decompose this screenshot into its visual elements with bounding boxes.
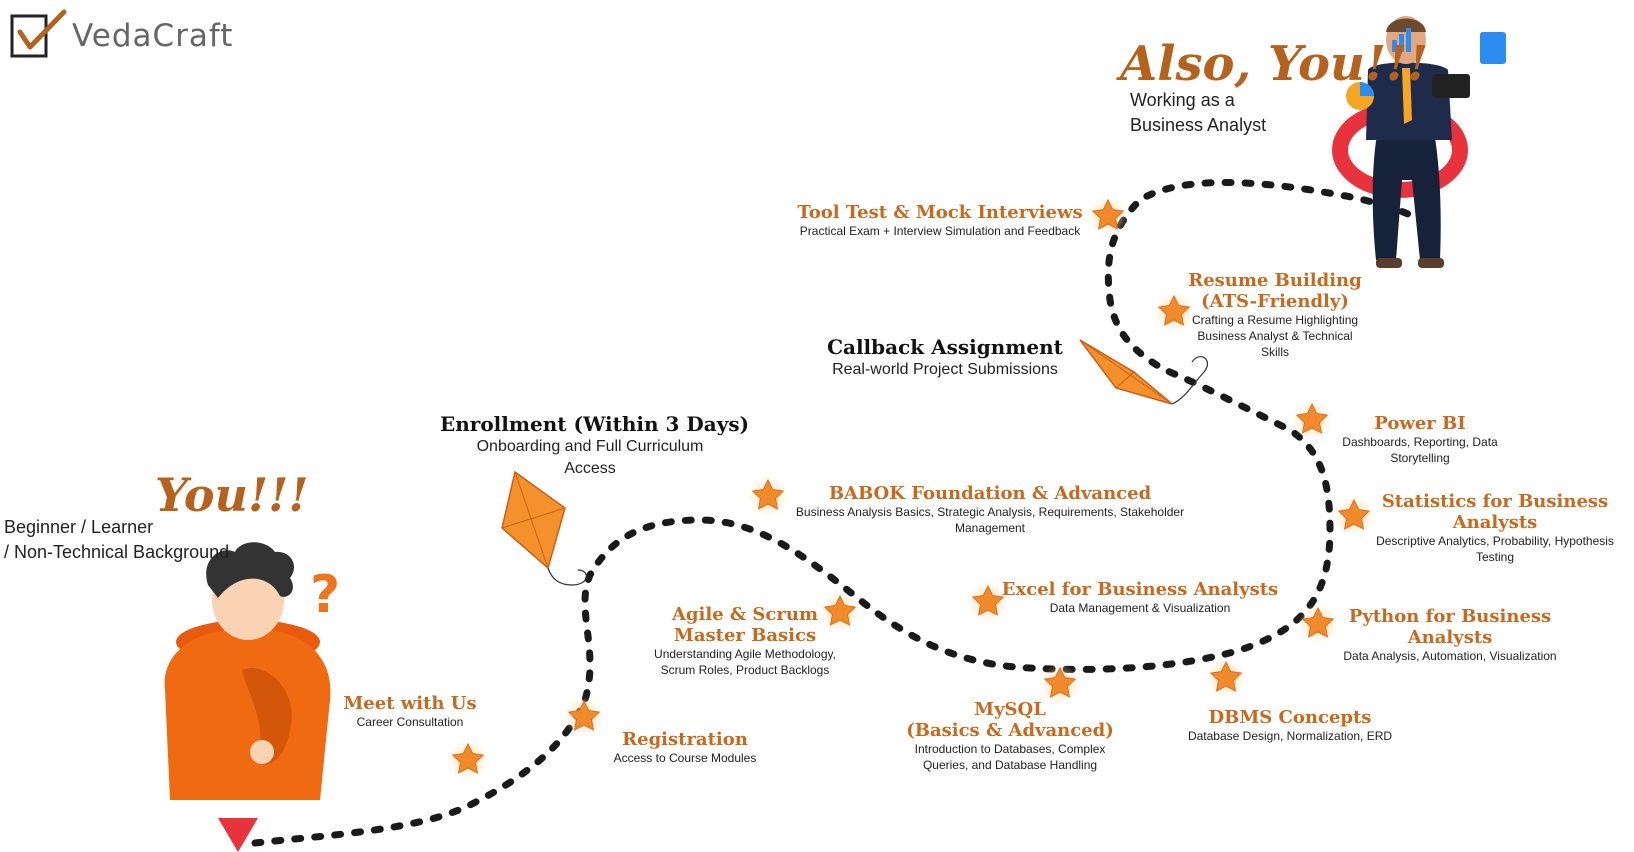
milestone-subtitle: Practical Exam + Interview Simulation an… <box>799 224 1081 238</box>
milestone-title: DBMS Concepts <box>1208 707 1372 728</box>
milestone-title: BABOK Foundation & Advanced <box>828 483 1152 504</box>
milestone-statistics: Statistics for Business Analysts Descrip… <box>1370 491 1620 565</box>
milestone-subtitle-line1: Dashboards, Reporting, Data <box>1342 435 1498 449</box>
milestone-registration: Registration Access to Course Modules <box>600 729 770 766</box>
kite-subtitle: Real-world Project Submissions <box>832 361 1058 378</box>
milestone-title: Tool Test & Mock Interviews <box>797 202 1083 223</box>
milestone-subtitle-line1: Introduction to Databases, Complex <box>914 742 1106 756</box>
enrollment-kite-icon <box>501 470 587 586</box>
milestone-meet-with-us: Meet with Us Career Consultation <box>330 693 490 730</box>
milestone-star-icon <box>1088 196 1128 236</box>
milestone-subtitle-line1: Business Analysis Basics, Strategic Anal… <box>795 505 1185 519</box>
milestone-title: Meet with Us <box>343 693 477 714</box>
milestone-subtitle-line1: Understanding Agile Methodology, <box>654 647 836 661</box>
milestone-excel: Excel for Business Analysts Data Managem… <box>1000 579 1280 616</box>
kite-title: Callback Assignment <box>827 335 1063 359</box>
milestone-star-icon <box>748 476 788 516</box>
kite-subtitle-line2: Access <box>564 460 616 477</box>
milestone-subtitle-line2: Business Analyst & Technical <box>1197 329 1353 343</box>
milestone-title: Registration <box>622 729 748 750</box>
start-description-line2: / Non-Technical Background <box>4 542 230 562</box>
also-you-label: Also, You!!! <box>1120 36 1429 92</box>
milestone-subtitle: Database Design, Normalization, ERD <box>1187 729 1393 743</box>
milestone-mysql: MySQL (Basics & Advanced) Introduction t… <box>900 699 1120 773</box>
business-analyst-illustration <box>1332 16 1506 268</box>
milestone-title: Power BI <box>1374 413 1466 434</box>
milestone-title-line1: Python for Business <box>1348 606 1552 627</box>
milestone-star-icon <box>1292 400 1332 440</box>
milestone-title-line2: Master Basics <box>673 625 817 646</box>
milestone-title: Excel for Business Analysts <box>1001 579 1279 600</box>
milestone-star-icon <box>448 740 488 780</box>
milestone-subtitle-line2: Scrum Roles, Product Backlogs <box>660 663 830 677</box>
milestone-subtitle: Data Analysis, Automation, Visualization <box>1343 649 1557 663</box>
milestone-title-line1: Resume Building <box>1188 270 1362 291</box>
milestone-power-bi: Power BI Dashboards, Reporting, Data Sto… <box>1340 413 1500 466</box>
start-pin-icon <box>218 818 258 852</box>
milestone-star-icon <box>1206 658 1246 698</box>
milestone-subtitle-line1: Crafting a Resume Highlighting <box>1191 313 1359 327</box>
milestone-title-line2: Analysts <box>1452 512 1538 533</box>
milestone-star-icon <box>1040 664 1080 704</box>
milestone-title-line1: Statistics for Business <box>1381 491 1609 512</box>
milestone-title-line2: (Basics & Advanced) <box>906 720 1114 741</box>
logo-text: VedaCraft <box>72 18 234 54</box>
milestone-tool-test: Tool Test & Mock Interviews Practical Ex… <box>795 202 1085 239</box>
milestone-subtitle: Data Management & Visualization <box>1049 601 1231 615</box>
milestone-star-icon <box>1334 496 1374 536</box>
kite-enrollment: Enrollment (Within 3 Days) Onboarding an… <box>440 412 750 480</box>
bar-chart-icon <box>1392 28 1411 52</box>
goal-line1: Working as a <box>1130 90 1235 110</box>
milestone-subtitle: Career Consultation <box>356 715 464 729</box>
kite-subtitle-line1: Onboarding and Full Curriculum <box>476 438 704 455</box>
milestone-python: Python for Business Analysts Data Analys… <box>1335 606 1565 664</box>
milestone-resume: Resume Building (ATS-Friendly) Crafting … <box>1180 270 1370 360</box>
milestone-subtitle-line2: Testing <box>1475 550 1515 564</box>
milestone-agile-scrum: Agile & Scrum Master Basics Understandin… <box>640 604 850 678</box>
milestone-star-icon <box>1298 604 1338 644</box>
you-label: You!!! <box>155 468 309 522</box>
kite-title: Enrollment (Within 3 Days) <box>440 412 750 436</box>
milestone-subtitle-line2: Queries, and Database Handling <box>922 758 1098 772</box>
milestone-subtitle: Access to Course Modules <box>613 751 757 765</box>
milestone-babok: BABOK Foundation & Advanced Business Ana… <box>790 483 1190 536</box>
question-mark-icon: ? <box>310 565 340 625</box>
milestone-dbms: DBMS Concepts Database Design, Normaliza… <box>1180 707 1400 744</box>
journey-path <box>251 179 1414 847</box>
milestone-subtitle-line3: Skills <box>1260 345 1289 359</box>
kite-callback: Callback Assignment Real-world Project S… <box>815 335 1075 381</box>
milestone-title-line2: (ATS-Friendly) <box>1201 291 1349 312</box>
logo-checkbox-icon <box>10 9 67 58</box>
milestone-star-icon <box>564 697 604 737</box>
milestone-title-line2: Analysts <box>1407 627 1493 648</box>
thinking-person-illustration: ? <box>164 542 340 800</box>
milestone-subtitle-line2: Management <box>954 521 1026 535</box>
milestone-title-line1: MySQL <box>974 699 1046 720</box>
start-description-line1: Beginner / Learner <box>4 517 154 537</box>
milestone-subtitle-line1: Descriptive Analytics, Probability, Hypo… <box>1376 534 1614 548</box>
milestone-title-line1: Agile & Scrum <box>671 604 819 625</box>
document-icon <box>1480 32 1506 64</box>
milestone-subtitle-line2: Storytelling <box>1390 451 1450 465</box>
goal-line2: Business Analyst <box>1130 115 1267 135</box>
callback-kite-icon <box>1079 339 1209 405</box>
